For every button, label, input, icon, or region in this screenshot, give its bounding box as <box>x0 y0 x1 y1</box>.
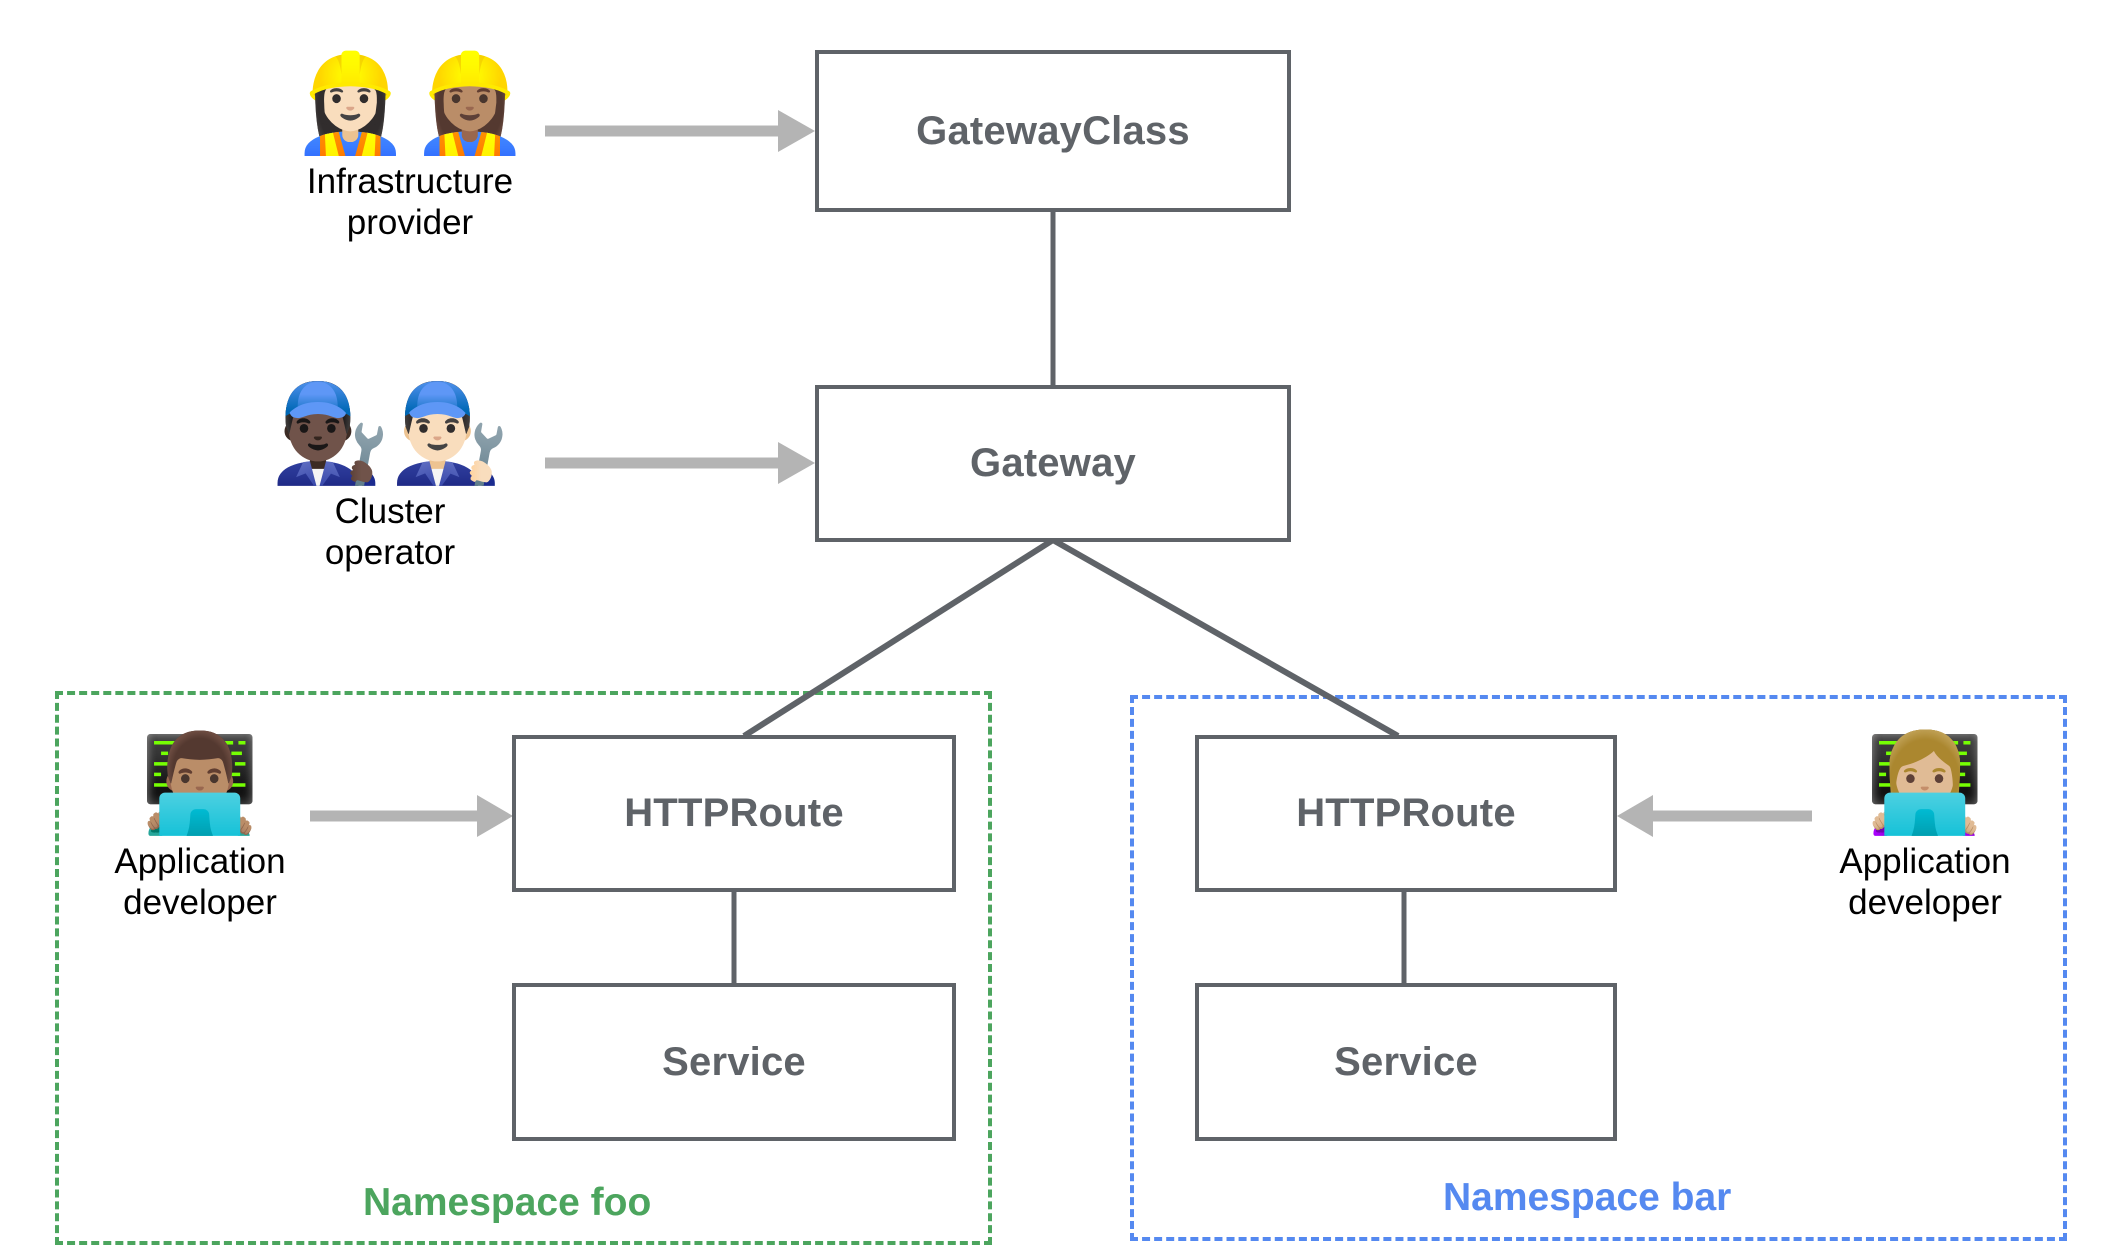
technologist-woman-icon: 👩🏼‍💻 <box>1865 727 1985 839</box>
infrastructure-provider-label: Infrastructure provider <box>306 162 514 243</box>
edge-gateway-httproute-foo <box>742 537 1055 739</box>
cluster-operator-label: Cluster operator <box>324 492 456 573</box>
node-service-bar-label: Service <box>1334 1039 1478 1084</box>
namespace-foo-frame <box>55 691 992 1245</box>
application-developer-bar-label: Application developer <box>1839 842 2011 923</box>
arrow-cluster-operator <box>545 442 815 484</box>
infrastructure-provider-emoji-row: 👷🏻‍♀️ 👷🏽‍♀️ <box>290 55 529 151</box>
persona-application-developer-foo: 👨🏽‍💻 Application developer <box>85 735 315 924</box>
namespace-foo-label: Namespace foo <box>363 1181 652 1224</box>
mechanic-light-icon: 👨🏻‍🔧 <box>390 377 510 489</box>
node-gatewayclass-label: GatewayClass <box>916 108 1190 153</box>
arrow-application-developer-bar <box>1617 795 1812 837</box>
namespace-bar-label: Namespace bar <box>1443 1176 1732 1219</box>
mechanic-dark-icon: 👨🏿‍🔧 <box>270 377 390 489</box>
application-developer-foo-label: Application developer <box>114 842 286 923</box>
construction-worker-woman-light-icon: 👷🏻‍♀️ <box>290 47 410 159</box>
node-httproute-bar-label: HTTPRoute <box>1296 791 1516 835</box>
node-gateway-label: Gateway <box>970 441 1136 485</box>
node-httproute-bar[interactable]: HTTPRoute <box>1195 735 1617 892</box>
arrow-infrastructure-provider <box>545 110 815 152</box>
application-developer-bar-emoji-row: 👩🏼‍💻 <box>1865 735 1985 831</box>
node-httproute-foo-label: HTTPRoute <box>624 791 844 835</box>
node-service-foo-label: Service <box>662 1039 806 1084</box>
application-developer-foo-emoji-row: 👨🏽‍💻 <box>140 735 260 831</box>
construction-worker-woman-medium-icon: 👷🏽‍♀️ <box>410 47 530 159</box>
edge-gateway-httproute-bar <box>1051 537 1400 739</box>
persona-infrastructure-provider: 👷🏻‍♀️ 👷🏽‍♀️ Infrastructure provider <box>270 55 550 244</box>
node-gateway[interactable]: Gateway <box>815 385 1291 542</box>
arrow-application-developer-foo <box>310 795 513 837</box>
persona-cluster-operator: 👨🏿‍🔧 👨🏻‍🔧 Cluster operator <box>250 385 530 574</box>
node-httproute-foo[interactable]: HTTPRoute <box>512 735 956 892</box>
node-service-bar[interactable]: Service <box>1195 983 1617 1141</box>
namespace-bar-frame <box>1130 695 2067 1241</box>
node-gatewayclass[interactable]: GatewayClass <box>815 50 1291 212</box>
technologist-man-icon: 👨🏽‍💻 <box>140 727 260 839</box>
cluster-operator-emoji-row: 👨🏿‍🔧 👨🏻‍🔧 <box>270 385 509 481</box>
persona-application-developer-bar: 👩🏼‍💻 Application developer <box>1810 735 2040 924</box>
node-service-foo[interactable]: Service <box>512 983 956 1141</box>
